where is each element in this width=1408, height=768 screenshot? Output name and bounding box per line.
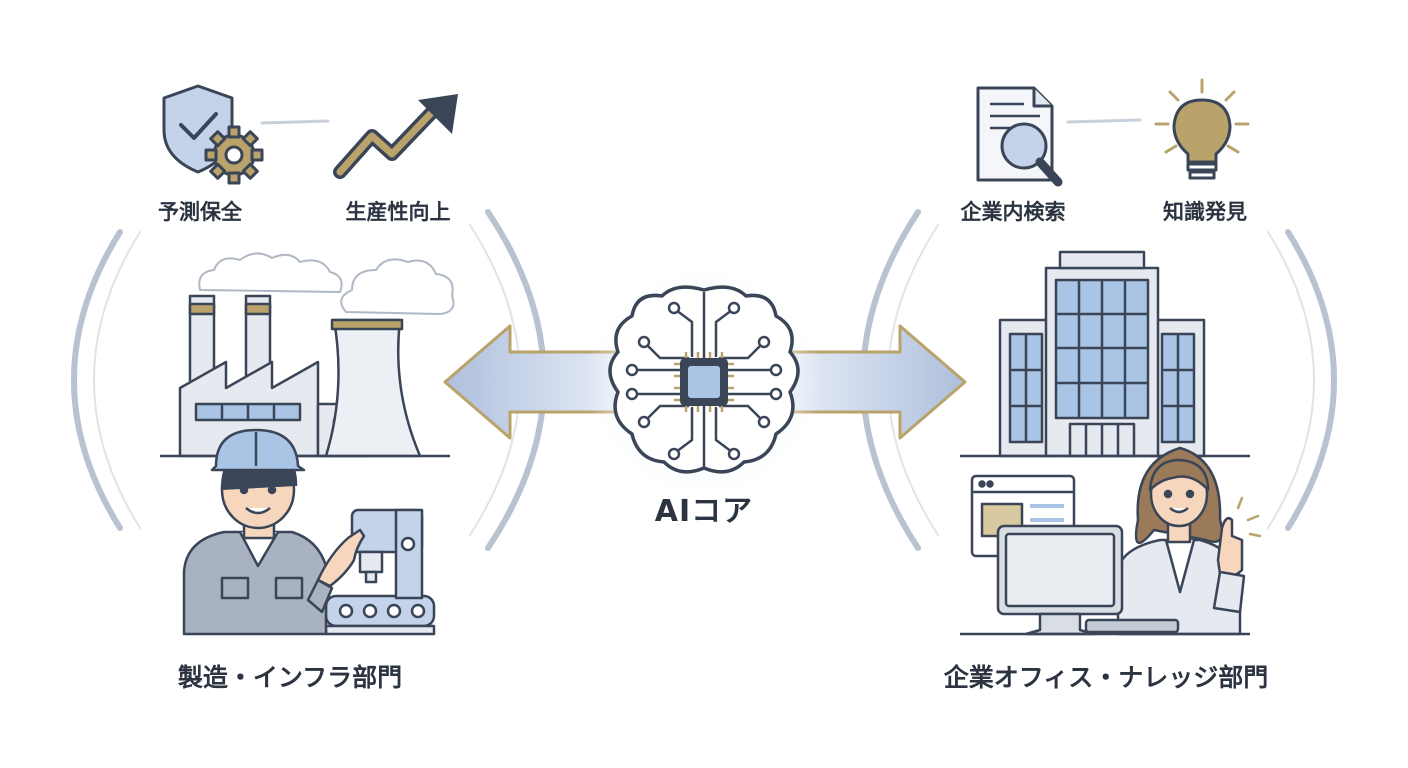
- growth-arrow-icon: [333, 94, 458, 179]
- lightbulb-icon: [1154, 78, 1250, 180]
- office-building: [960, 250, 1250, 458]
- feature-label-productivity: 生産性向上: [345, 200, 451, 224]
- document-search-icon: [976, 86, 1063, 187]
- feature-label-predictive-maintenance: 予測保全: [158, 200, 242, 224]
- machine: [324, 508, 436, 636]
- steam-clouds: [198, 252, 455, 315]
- brain-chip-icon: [586, 264, 822, 500]
- feature-label-enterprise-search: 企業内検索: [960, 200, 1066, 224]
- right-icon-connector: [1066, 118, 1142, 124]
- department-label-office-knowledge: 企業オフィス・ナレッジ部門: [943, 663, 1269, 692]
- shield-gear-icon: [162, 84, 264, 185]
- office-worker: [960, 446, 1262, 636]
- factory-illustration: [160, 252, 455, 458]
- feature-label-knowledge-discovery: 知識発見: [1163, 200, 1247, 224]
- department-label-manufacturing: 製造・インフラ部門: [177, 663, 403, 692]
- ai-core-label: AIコア: [654, 494, 754, 529]
- factory-worker: [182, 428, 436, 636]
- left-icon-connector: [260, 119, 330, 125]
